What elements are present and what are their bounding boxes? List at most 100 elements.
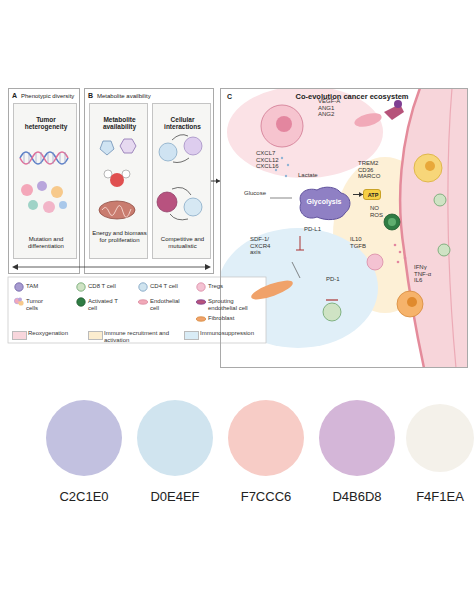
node-title: C (227, 93, 232, 101)
legend-text: Fibroblast (208, 315, 252, 322)
node-body: Mutation and differentiation (16, 236, 76, 249)
panel-card: Metabolite availabilityEnergy and biomas… (89, 103, 148, 259)
icon-shape (196, 317, 205, 321)
tam-cell (397, 291, 423, 317)
signal-line (292, 262, 300, 278)
legend-swatch (12, 331, 27, 340)
connector-line (353, 194, 363, 195)
palette-circle (46, 400, 122, 476)
legend-swatch (88, 331, 103, 340)
legend-text: CD8 T cell (88, 283, 132, 290)
molecule-label: PD-1 (326, 276, 340, 283)
palette-circle (228, 400, 304, 476)
node-title: Metabolite availability (92, 116, 147, 131)
circulating-t-cell (438, 244, 450, 256)
t-cell-nucleus (388, 218, 396, 226)
hex-code: D4B6D8 (317, 490, 397, 504)
node-title: A (12, 92, 17, 100)
icon-shape (77, 283, 85, 291)
legend-icon (196, 314, 206, 324)
legend-icon (196, 297, 206, 307)
legend-icon (196, 282, 206, 292)
panel-frame: B Metabolite availbilityMetabolite availa… (84, 88, 214, 274)
immune-zone (333, 157, 437, 313)
pd-l1-receptor (296, 236, 304, 250)
blood-vessel (400, 88, 468, 368)
ecosystem-cells (249, 100, 450, 321)
node-title: B (88, 92, 93, 100)
palette-circle (406, 404, 474, 472)
panel-card: Tumor heterogeneityMutation and differen… (13, 103, 77, 259)
endothelial-cell (353, 111, 383, 130)
icon-shape (15, 283, 23, 291)
molecule-label: IL10 TGFB (350, 236, 372, 249)
legend-text: Immune recruitment and activation (104, 330, 176, 343)
legend-text: Sprouting endothelial cell (208, 298, 258, 311)
cytokine-dots (394, 244, 407, 264)
vessel-wall (400, 88, 424, 368)
legend-text: Tumor cells (26, 298, 50, 311)
hex-code: C2C1E0 (44, 490, 124, 504)
molecule-label: Lactate (298, 172, 318, 179)
panel-background (220, 88, 468, 368)
cd8-t-cell (323, 303, 341, 321)
icon-shape (77, 298, 85, 306)
legend-swatch (184, 331, 199, 340)
tumor-cell (261, 105, 303, 147)
sprouting-endothelial-cell (384, 104, 404, 120)
legend-text: Reoxygenation (28, 330, 88, 337)
fibroblast (249, 277, 294, 303)
node-title: Cellular interactions (155, 116, 210, 131)
sprouting-tip (394, 100, 402, 108)
connector-arrow (211, 179, 220, 184)
legend-text: Activated T cell (88, 298, 122, 311)
molecule-label: NO ROS (370, 205, 384, 218)
node-body: Phenotypic diversity (21, 93, 79, 100)
macrophage (414, 154, 442, 182)
treg-cell (367, 254, 383, 270)
legend-icon (76, 297, 86, 307)
molecule-label: Glucose (244, 190, 266, 197)
legend-icon (76, 282, 86, 292)
node-body: Energy and biomass for proliferation (92, 230, 147, 243)
legend-text: TAM (26, 283, 66, 290)
hex-code: F4F1EA (400, 490, 474, 504)
macrophage-nucleus (425, 161, 435, 171)
circulating-t-cell (434, 194, 446, 206)
ecosystem-zones (220, 88, 468, 368)
node-title: Tumor heterogeneity (16, 116, 76, 131)
palette-circle (319, 400, 395, 476)
molecule-label: IFNγ TNF-α IL6 (414, 264, 440, 284)
legend-text: Endothelial cell (150, 298, 190, 311)
panel-card: Cellular interactionsCompetitive and mut… (152, 103, 211, 259)
molecule-label: PD-L1 (304, 226, 321, 233)
connector-arrow (353, 192, 363, 197)
vessel-wall (448, 88, 456, 368)
molecule-label: TREM2 CD36 MARCO (358, 160, 386, 180)
panel-frame: C Co-evolution cancer ecosystemGlycolysis… (220, 88, 468, 368)
icon-shape (138, 300, 147, 304)
tumor-nucleus (276, 116, 292, 132)
molecule-label: CXCL7 CXCL12 CXCL16 (256, 150, 282, 170)
atp-box: ATP (363, 189, 381, 200)
activated-t-cell (384, 214, 400, 230)
node-body: Co-evolution cancer ecosystem (257, 93, 447, 101)
legend-text: Tregs (208, 283, 252, 290)
node-body: Competitive and mutualistic (155, 236, 210, 249)
palette-circle (137, 400, 213, 476)
arrow-head (216, 179, 220, 184)
connector-line (211, 181, 220, 182)
icon-shape (196, 300, 205, 304)
uptake-line (270, 198, 292, 199)
legend-icon (14, 297, 24, 307)
icon-shape (197, 283, 205, 291)
node-body: Metabolite availbility (97, 93, 207, 100)
icon-shape (18, 297, 22, 301)
panel-frame: A Phenotypic diversityTumor heterogeneity… (8, 88, 80, 274)
macrophage-cell: Glycolysis (295, 185, 353, 221)
inhibition-bar (326, 299, 338, 300)
legend-icon (138, 282, 148, 292)
molecule-label: SDF-1/ CXCR4 axis (250, 236, 276, 256)
node-title: ATP (364, 192, 382, 198)
